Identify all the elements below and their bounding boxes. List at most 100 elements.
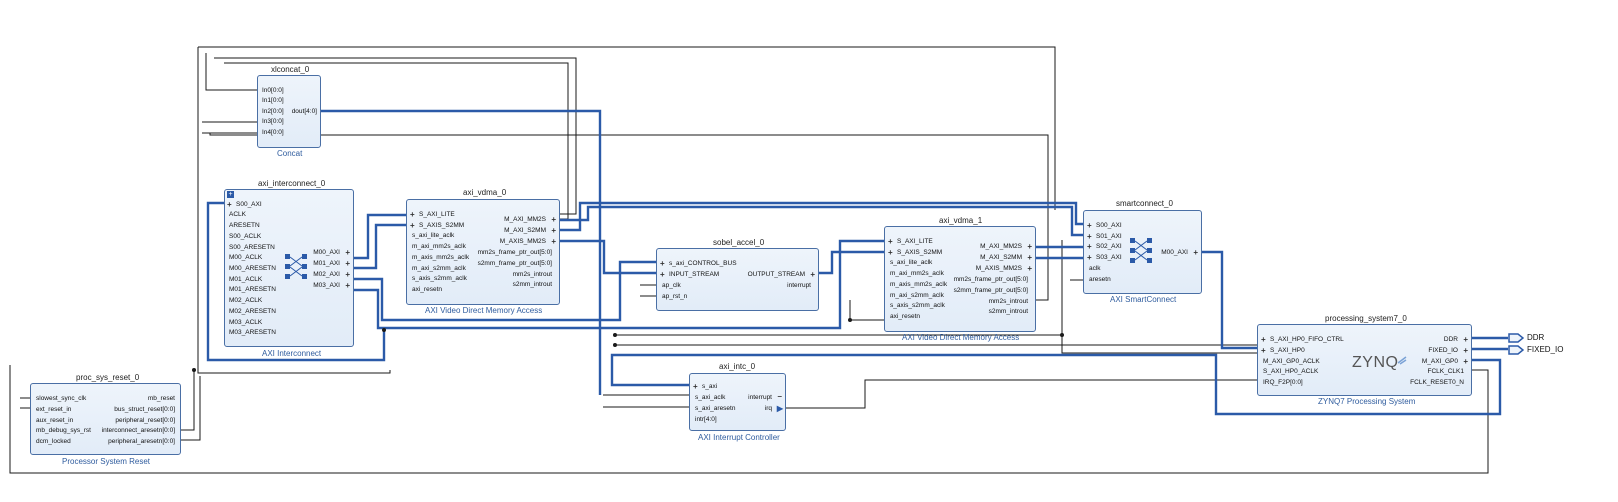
plus-icon: + [410, 210, 415, 219]
vdma1-pin-s-axis-s2mm: S_AXIS_S2MM [897, 249, 943, 256]
reset-pin-dcm-locked: dcm_locked [36, 438, 71, 445]
vdma1-pin-m-axi-mm2s: M_AXI_MM2S [980, 243, 1022, 250]
smartconnect-block[interactable]: + + + + S00_AXI S01_AXI S02_AXI S03_AXI … [1083, 210, 1202, 294]
vdma1-pin-mm2s-frame-ptr-out: mm2s_frame_ptr_out[5:0] [953, 276, 1028, 283]
plus-icon: + [551, 237, 556, 246]
plus-icon: + [1261, 335, 1266, 344]
outer-loop-wire [198, 46, 1056, 210]
vdma0-pin-m-axi-mm2s-aclk: m_axi_mm2s_aclk [412, 243, 466, 250]
interconnect-pin-m00-axi: M00_AXI [313, 249, 340, 256]
sobel-pin-ap-clk: ap_clk [662, 282, 681, 289]
m01-axi-bus [354, 223, 406, 270]
smartconnect-m00-bus [1202, 250, 1257, 350]
vdma1-pin-m-axi-s2mm-aclk: m_axi_s2mm_aclk [890, 292, 944, 299]
vdma0-pin-m-axis-mm2s-aclk: m_axis_mm2s_aclk [412, 254, 470, 261]
interconnect-pin-m02-aresetn: M02_ARESETN [229, 308, 276, 315]
reset-pin-ext-reset-in: ext_reset_in [36, 406, 72, 413]
intc-pin-interrupt: interrupt [748, 394, 772, 401]
s00-axi-bus [206, 201, 386, 362]
zynq-logo-icon [1397, 356, 1407, 365]
irq-wire [786, 379, 1257, 409]
xlconcat-pin-in0: In0[0:0] [262, 87, 284, 94]
reset-pin-peripheral-aresetn: peripheral_aresetn[0:0] [108, 438, 175, 445]
plus-icon: + [345, 281, 350, 290]
vdma0-subtitle: AXI Video Direct Memory Access [425, 306, 543, 315]
vdma1-pin-s2mm-introut: s2mm_introut [988, 308, 1028, 315]
vdma0-pin-mm2s-introut: mm2s_introut [512, 271, 552, 278]
vdma0-pin-mm2s-frame-ptr-out: mm2s_frame_ptr_out[5:0] [477, 249, 552, 256]
vdma1-pin-s2mm-frame-ptr-out: s2mm_frame_ptr_out[5:0] [953, 287, 1028, 294]
vdma1-block[interactable]: + + S_AXI_LITE S_AXIS_S2MM s_axi_lite_ac… [884, 226, 1036, 332]
reset-block[interactable]: slowest_sync_clk ext_reset_in aux_reset_… [30, 383, 181, 455]
intc-pin-s-axi: s_axi [702, 383, 718, 390]
smartconnect-pin-s02-axi: S02_AXI [1096, 243, 1122, 250]
interconnect-subtitle: AXI Interconnect [262, 349, 322, 358]
vdma1-pin-s-axi-lite: S_AXI_LITE [897, 238, 933, 245]
intc-block[interactable]: + s_axi s_axi_aclk s_axi_aresetn intr[4:… [689, 373, 786, 431]
reset-title: proc_sys_reset_0 [76, 373, 140, 382]
ps7-pin-s-axi-hp0: S_AXI_HP0 [1270, 347, 1305, 354]
vdma0-pin-m-axi-mm2s: M_AXI_MM2S [504, 216, 546, 223]
smartconnect-pin-aresetn: aresetn [1089, 276, 1111, 283]
xlconcat-block[interactable]: In0[0:0] In1[0:0] In2[0:0] In3[0:0] In4[… [257, 75, 321, 148]
interconnect-pin-m01-aclk: M01_ACLK [229, 276, 263, 283]
sobel-pin-ap-rst-n: ap_rst_n [662, 293, 688, 300]
vdma1-pin-axi-resetn: axi_resetn [890, 313, 920, 320]
vdma1-pin-m-axi-s2mm: M_AXI_S2MM [980, 254, 1022, 261]
interconnect-title: axi_interconnect_0 [258, 179, 326, 188]
plus-icon: + [1087, 221, 1092, 230]
vdma0-block[interactable]: + + S_AXI_LITE S_AXIS_S2MM s_axi_lite_ac… [406, 199, 560, 305]
interconnect-pin-m02-aclk: M02_ACLK [229, 297, 263, 304]
smartconnect-pin-s03-axi: S03_AXI [1096, 254, 1122, 261]
plus-icon: + [551, 226, 556, 235]
interconnect-pin-m00-aresetn: M00_ARESETN [229, 265, 276, 272]
xlconcat-pin-in1: In1[0:0] [262, 97, 284, 104]
vdma0-pin-s-axi-lite: S_AXI_LITE [419, 211, 455, 218]
vdma0-pin-s-axis-s2mm: S_AXIS_S2MM [419, 222, 465, 229]
ps7-pin-ddr: DDR [1443, 336, 1458, 343]
zynq-logo: ZYNQ [1352, 354, 1399, 371]
interconnect-pin-aclk: ACLK [229, 211, 246, 218]
concat-dout-bus [321, 109, 602, 395]
arrow-right-icon: ▶ [776, 404, 783, 413]
ps7-block[interactable]: + + S_AXI_HP0_FIFO_CTRL S_AXI_HP0 M_AXI_… [1257, 324, 1472, 396]
plus-icon: + [345, 259, 350, 268]
sobel-block[interactable]: + + s_axi_CONTROL_BUS INPUT_STREAM ap_cl… [656, 248, 819, 311]
ps7-title: processing_system7_0 [1325, 314, 1407, 323]
plus-icon: + [1261, 346, 1266, 355]
interconnect-block[interactable]: + + S00_AXI ACLK ARESETN S00_ACLK S00_AR… [224, 189, 354, 347]
m03-axi-bus [354, 239, 884, 330]
plus-icon: + [810, 270, 815, 279]
sobel-title: sobel_accel_0 [713, 238, 765, 247]
vdma1-pin-m-axis-mm2s: M_AXIS_MM2S [975, 265, 1022, 272]
plus-icon: + [1027, 242, 1032, 251]
smartconnect-pin-s00-axi: S00_AXI [1096, 222, 1122, 229]
vdma1-pin-s-axis-s2mm-aclk: s_axis_s2mm_aclk [890, 302, 945, 309]
ddr-port-icon [1508, 333, 1524, 343]
plus-icon: + [1463, 346, 1468, 355]
vdma0-pin-s2mm-introut: s2mm_introut [512, 281, 552, 288]
interconnect-pin-m01-axi: M01_AXI [313, 260, 340, 267]
reset-pin-aux-reset-in: aux_reset_in [36, 417, 74, 424]
sobel-pin-s-axi-control-bus: s_axi_CONTROL_BUS [669, 260, 737, 267]
sobel-pin-input-stream: INPUT_STREAM [669, 271, 720, 278]
plus-icon: + [693, 382, 698, 391]
fixed-io-port-icon [1508, 345, 1524, 355]
ps7-pin-fixed-io: FIXED_IO [1428, 347, 1458, 354]
intc-pin-irq: irq [764, 405, 772, 412]
ps7-subtitle: ZYNQ7 Processing System [1318, 397, 1416, 406]
ddr-port-label: DDR [1527, 333, 1545, 342]
interconnect-pin-s00-axi: S00_AXI [236, 201, 262, 208]
ps7-pin-fclk-reset0-n: FCLK_RESET0_N [1410, 379, 1464, 386]
junction-dot [1060, 333, 1064, 337]
plus-icon: + [1087, 253, 1092, 262]
plus-icon: + [345, 248, 350, 257]
intc-title: axi_intc_0 [719, 362, 756, 371]
plus-icon: + [1087, 232, 1092, 241]
plus-icon: + [1463, 335, 1468, 344]
plus-icon: + [1027, 264, 1032, 273]
expand-icon[interactable]: + [227, 191, 234, 198]
vdma0-pin-s-axis-s2mm-aclk: s_axis_s2mm_aclk [412, 275, 467, 282]
xlconcat-pin-dout: dout[4:0] [291, 108, 317, 115]
